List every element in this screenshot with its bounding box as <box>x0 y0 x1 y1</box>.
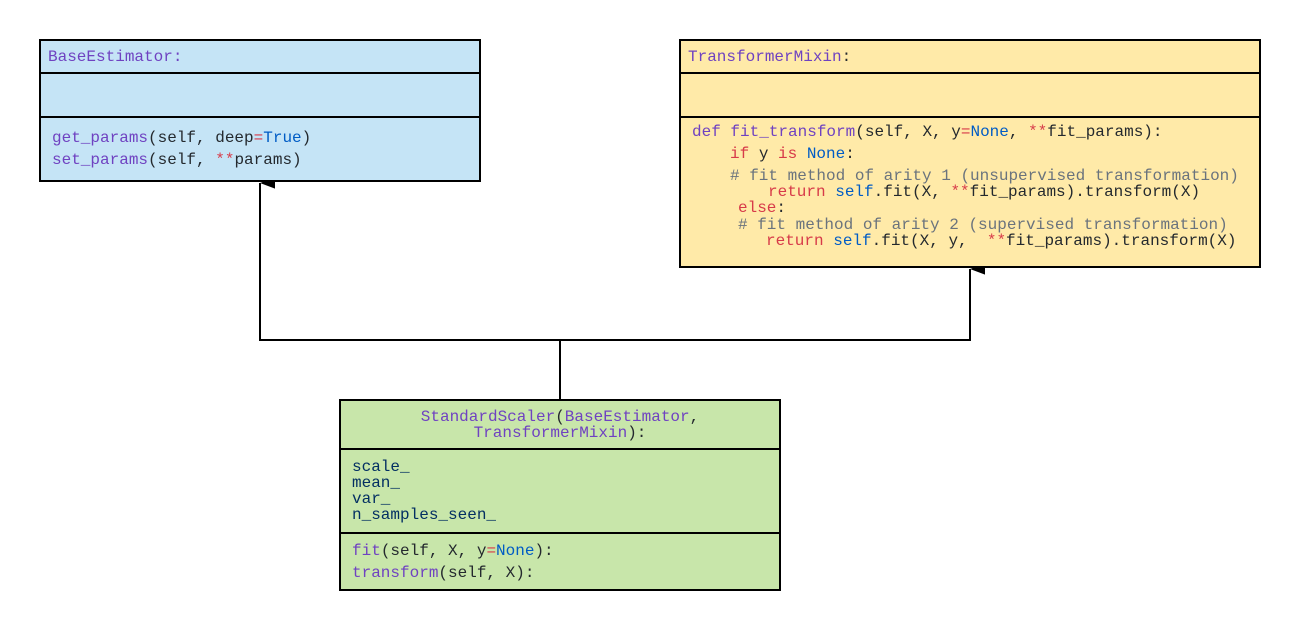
code-token: # fit method of arity 1 (unsupervised tr… <box>730 167 1239 185</box>
code-token: ): <box>627 424 647 442</box>
code-line: if y is None: <box>730 146 855 162</box>
code-token: def <box>692 123 731 141</box>
attribute-n-samples-seen: n_samples_seen_ <box>352 507 496 523</box>
code-token: TransformerMixin <box>688 48 842 66</box>
code-token: (self, X, y <box>380 542 487 560</box>
code-token: = <box>960 123 971 141</box>
attribute-var: var_ <box>352 491 390 507</box>
code-token: is <box>778 145 807 163</box>
code-token: # fit method of arity 2 (supervised tran… <box>738 216 1228 234</box>
code-token: BaseEstimator <box>564 408 690 426</box>
code-token: fit_params).transform(X) <box>1006 232 1237 250</box>
code-token: params) <box>234 151 302 169</box>
code-token: ** <box>215 151 235 169</box>
arrow-to-transformer-mixin <box>560 263 986 341</box>
code-comment: # fit method of arity 2 (supervised tran… <box>738 217 1228 233</box>
code-token: .fit(X, <box>873 183 951 201</box>
code-token: return <box>766 232 834 250</box>
method-get-params: get_params(self, deep=True) <box>52 130 311 146</box>
attributes-section <box>41 72 479 116</box>
code-token: .fit(X, y, <box>871 232 987 250</box>
code-token: transform <box>352 564 439 582</box>
code-token: self <box>833 232 872 250</box>
method-transform: transform(self, X): <box>352 565 534 581</box>
code-token: fit_params): <box>1047 123 1163 141</box>
code-token: self <box>835 183 874 201</box>
code-token: (self, <box>148 151 216 169</box>
code-token: : <box>841 48 852 66</box>
code-line: def fit_transform(self, X, y=None, **fit… <box>692 124 1163 140</box>
code-token: mean_ <box>352 474 401 492</box>
code-token: fit_transform <box>730 123 856 141</box>
code-token: else <box>738 199 777 217</box>
attribute-mean: mean_ <box>352 475 400 491</box>
class-name: TransformerMixin: <box>688 49 851 65</box>
code-token: fit_params).transform(X) <box>969 183 1201 201</box>
code-token: BaseEstimator: <box>48 48 183 66</box>
code-token: TransformerMixin <box>473 424 628 442</box>
code-token: ) <box>301 129 312 147</box>
class-name: BaseEstimator: <box>48 49 182 65</box>
code-token: ): <box>534 542 554 560</box>
code-token: scale_ <box>352 458 410 476</box>
code-token: return <box>768 183 836 201</box>
code-token: None <box>970 123 1009 141</box>
code-token: StandardScaler <box>420 408 556 426</box>
code-token: : <box>776 199 787 217</box>
code-token: ** <box>950 183 970 201</box>
code-line: else: <box>738 200 786 216</box>
code-token: if <box>730 145 759 163</box>
methods-section <box>681 116 1259 266</box>
methods-section <box>41 116 479 180</box>
code-token: set_params <box>52 151 149 169</box>
method-fit: fit(self, X, y=None): <box>352 543 554 559</box>
code-token: True <box>263 129 302 147</box>
code-token: = <box>253 129 264 147</box>
transformer-mixin-class-box: TransformerMixin: def fit_transform(self… <box>679 39 1261 268</box>
code-token: = <box>486 542 497 560</box>
code-token: : <box>845 145 855 163</box>
code-token: get_params <box>52 129 149 147</box>
code-token: n_samples_seen_ <box>352 506 497 524</box>
class-name-line-2: TransformerMixin): <box>341 425 779 441</box>
attributes-section <box>681 72 1259 116</box>
attributes-section <box>341 448 779 532</box>
code-token: (self, X): <box>438 564 535 582</box>
method-set-params: set_params(self, **params) <box>52 152 302 168</box>
code-token: var_ <box>352 490 391 508</box>
code-token: None <box>806 145 846 163</box>
methods-section <box>341 532 779 589</box>
class-name-line-1: StandardScaler(BaseEstimator, <box>341 409 779 425</box>
code-token: , <box>1008 123 1029 141</box>
base-estimator-class-box: BaseEstimator: get_params(self, deep=Tru… <box>39 39 481 182</box>
code-token: ** <box>986 232 1007 250</box>
code-token: fit <box>352 542 381 560</box>
code-line: return self.fit(X, **fit_params).transfo… <box>768 184 1200 200</box>
attribute-scale: scale_ <box>352 459 410 475</box>
code-token: ( <box>555 408 565 426</box>
code-comment: # fit method of arity 1 (unsupervised tr… <box>730 168 1239 184</box>
code-token: (self, deep <box>148 129 254 147</box>
code-token: None <box>496 542 535 560</box>
arrow-to-base-estimator <box>259 177 561 400</box>
standard-scaler-class-box: StandardScaler(BaseEstimator, Transforme… <box>339 399 781 591</box>
code-token: y <box>758 145 779 163</box>
code-token: , <box>689 408 700 426</box>
code-token: (self, X, y <box>855 123 961 141</box>
code-token: ** <box>1028 123 1048 141</box>
code-line: return self.fit(X, y, **fit_params).tran… <box>766 233 1236 249</box>
